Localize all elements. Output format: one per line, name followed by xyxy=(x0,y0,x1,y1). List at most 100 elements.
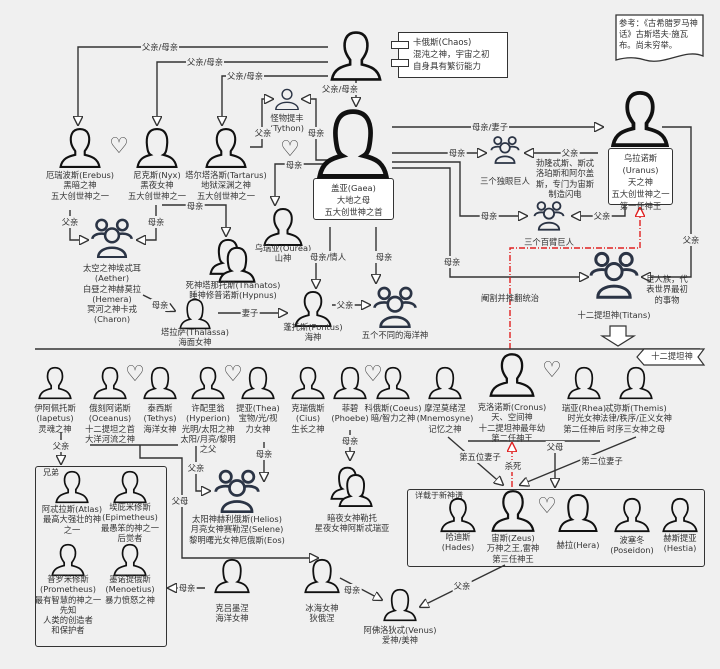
label-line: 人类的创造者 xyxy=(43,615,93,626)
hundred-label: 三个百臂巨人 xyxy=(524,237,574,247)
label-line: (Hyperion) xyxy=(185,413,231,424)
mnemosyne-label: 摩涅莫绪涅(Mnemosyne)记忆之神 xyxy=(417,403,474,434)
aether-group-icon xyxy=(89,217,135,259)
relation-connector xyxy=(572,205,626,216)
iapetus-box-label: 兄弟 xyxy=(43,468,59,477)
edge-label: 杀死 xyxy=(503,460,523,472)
label-line: 塔拉萨(Thalassa) xyxy=(161,327,229,337)
edge-label: 父亲 xyxy=(592,210,612,222)
label-line: 十二提坦之首 xyxy=(85,423,135,434)
label-line: 睡神修普诺斯(Hypnus) xyxy=(189,290,277,301)
relation-connector xyxy=(520,436,637,485)
label-line: 赫拉(Hera) xyxy=(556,540,600,550)
cronus-label: 克洛诺斯(Cronus)天、空间神十二提坦神最年幼第二任神王 xyxy=(478,402,547,443)
label-line: 太阳/月亮/黎明 xyxy=(180,433,236,444)
label-line: 许配里翁 xyxy=(191,403,225,413)
uranus-rank: 五大创世神之一 xyxy=(611,189,670,199)
nyx-label: 尼克斯(Nyx)黑夜女神五大创世神之一 xyxy=(128,170,186,201)
hyperion-person-icon xyxy=(191,366,225,400)
edge-label: 父亲 xyxy=(452,580,472,592)
gaea-title: 大地之母 xyxy=(336,195,371,205)
label-line: 万神之王,雷神 xyxy=(486,543,540,554)
edge-label: 母亲 xyxy=(342,584,362,596)
heart-icon: ♡ xyxy=(363,362,383,387)
label-line: 克洛诺斯(Cronus) xyxy=(477,402,547,412)
edge-label: 母亲 xyxy=(254,448,274,460)
heart-icon: ♡ xyxy=(280,137,300,162)
uranus-person-icon xyxy=(611,90,669,148)
thanatos-person-icon xyxy=(209,238,257,284)
label-line: (Prometheus) xyxy=(39,584,97,595)
label-line: 表世界最初 xyxy=(646,284,688,295)
label-line: 后觉者 xyxy=(117,532,143,543)
themis-person-icon xyxy=(619,366,653,400)
clymene-person-icon xyxy=(214,558,250,594)
label-line: 尼克斯(Nyx) xyxy=(133,170,181,180)
poseidon-label: 波塞冬(Poseidon) xyxy=(610,535,654,556)
uranus-info-box: 乌拉诺斯(Uranus) 天之神 五大创世神之一 第一任神王 xyxy=(608,148,673,211)
label-line: 月亮女神赛勒涅(Selene) xyxy=(190,524,284,535)
uranus-title: 天之神 xyxy=(628,177,653,187)
relation-connector xyxy=(78,46,328,125)
label-line: 克瑞俄斯 xyxy=(291,403,325,413)
atlas-person-icon xyxy=(55,470,89,504)
edge-label: 父亲 xyxy=(681,234,701,246)
relation-connector xyxy=(642,126,692,277)
label-line: (Mnemosyne) xyxy=(416,413,474,424)
olympian-box-label: 详载于新神谱 xyxy=(415,491,463,500)
label-line: 埃庇米修斯 xyxy=(109,502,151,512)
edge-label: 母亲 xyxy=(146,216,166,228)
edge-label: 第二位妻子 xyxy=(580,455,624,467)
relation-connector xyxy=(139,445,318,558)
edge-label: 母亲 xyxy=(185,200,205,212)
label-line: (Cius) xyxy=(295,413,321,424)
label-line: 十二提坦神最年幼 xyxy=(478,422,546,433)
menoetius-label: 墨诺提俄斯(Menoetius)暴力愤怒之神 xyxy=(105,574,155,605)
cyclopes-label: 三个独眼巨人 xyxy=(480,176,530,186)
relation-connector xyxy=(275,163,327,205)
chaos-name: 卡俄斯(Chaos) xyxy=(413,38,472,48)
atlas-label: 阿忒拉斯(Atlas)最高大强壮的神之一 xyxy=(42,504,102,535)
label-line: 克吕墨涅 xyxy=(215,603,249,613)
label-line: 俄刻阿诺斯 xyxy=(89,403,131,413)
titans-label: 十二提坦神(Titans) xyxy=(578,310,651,320)
thanatos-label: 死神塔那托斯(Thanatos)睡神修普诺斯(Hypnus) xyxy=(186,280,281,301)
gaea-info-box: 盖亚(Gaea) 大地之母 五大创世神之首 xyxy=(313,178,394,220)
edge-label: 母亲/妻子 xyxy=(471,121,509,133)
phoebe-person-icon xyxy=(333,366,367,400)
edge-label: 母亲 xyxy=(340,435,360,447)
label-line: 最高大强壮的神 xyxy=(42,514,102,525)
edge-label: 母亲 xyxy=(150,299,170,311)
edge-label: 父亲/母亲 xyxy=(321,83,359,95)
thalassa-person-icon xyxy=(179,298,211,330)
label-line: 狄俄涅 xyxy=(309,613,335,624)
label-line: 十二提坦神(Titans) xyxy=(577,310,651,320)
label-line: 黎明曙光女神厄俄斯(Eos) xyxy=(189,534,285,545)
tartarus-person-icon xyxy=(205,127,247,169)
venus-person-icon xyxy=(383,588,417,622)
label-line: 五大创世神之一 xyxy=(127,190,187,201)
typhon-person-icon xyxy=(273,88,301,111)
seagods-group-icon xyxy=(371,285,419,329)
leto-label: 暗夜女神勒托星夜女神阿斯忒瑞亚 xyxy=(315,513,390,534)
relation-connector xyxy=(392,167,588,277)
thalassa-label: 塔拉萨(Thalassa)海面女神 xyxy=(161,327,229,348)
label-line: 最有智慧的神之一 xyxy=(34,594,102,605)
uranus-king: 第一任神王 xyxy=(619,201,662,211)
label-line: 暗夜女神勒托 xyxy=(327,513,377,523)
cyclopes-group-icon xyxy=(489,135,521,164)
label-line: 死神塔那托斯(Thanatos) xyxy=(185,280,281,290)
cius-person-icon xyxy=(291,366,325,400)
label-line: 地狱深渊之神 xyxy=(201,180,251,191)
edge-label: 母亲 xyxy=(284,159,304,171)
label-line: 和保护者 xyxy=(51,625,85,636)
edge-label: 母亲/情人 xyxy=(309,251,347,263)
label-line: 厄瑞波斯(Erebus) xyxy=(45,170,115,180)
label-line: 黑暗之神 xyxy=(63,180,97,191)
tethys-label: 泰西斯(Tethys)海洋女神 xyxy=(143,403,176,434)
hera-person-icon xyxy=(558,493,598,533)
label-line: 科俄斯(Coeus) xyxy=(364,403,422,413)
poseidon-person-icon xyxy=(614,497,650,533)
titans-note-label: 巨人族，代表世界最初的事物 xyxy=(646,274,688,305)
hades-person-icon xyxy=(440,497,476,533)
